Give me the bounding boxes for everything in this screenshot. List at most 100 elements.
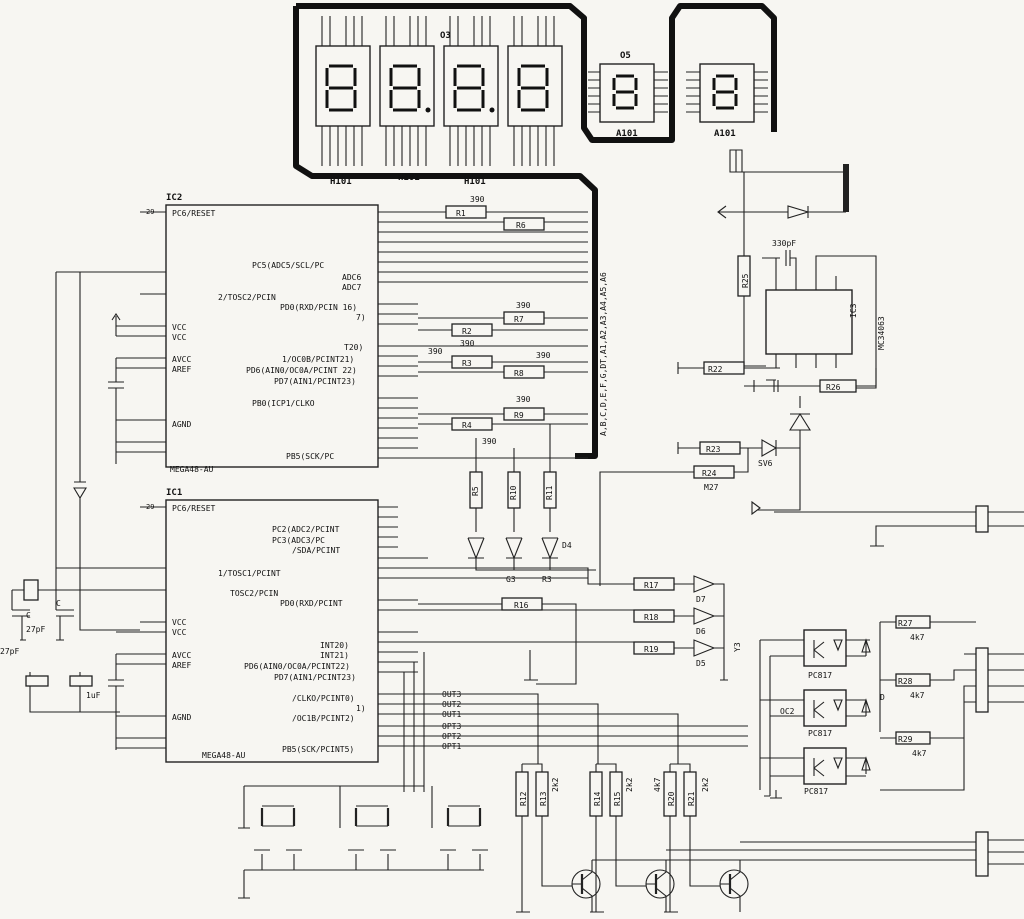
ic1-pin-int20: INT20) (320, 641, 349, 650)
ic2-pin-pb0: PB0(ICP1/CLKO (252, 399, 315, 408)
r2-label: R2 (462, 327, 472, 336)
r14-label: R14 (593, 791, 602, 806)
ic2-vcc2: VCC (172, 333, 187, 342)
r8-label: R8 (514, 369, 524, 378)
d7-label: D7 (696, 595, 706, 604)
r29-value: 4k7 (912, 749, 927, 758)
ic1-pin-pd7: PD7(AIN1/PCINT23) (274, 673, 356, 682)
r13-value: 2k2 (551, 777, 560, 792)
r9-label: R9 (514, 411, 524, 420)
net-opt3: OPT3 (442, 722, 461, 731)
r15-label: R15 (613, 791, 622, 806)
opto-2-label: PC817 (808, 729, 832, 738)
connector-mid (975, 647, 1024, 713)
segment-bus-label: A,B,C,D,E,F,G,DT,A1,A2,A3,A4,A5,A6 (599, 272, 608, 436)
seven-seg-display-group (315, 16, 563, 166)
c330-label: 330pF (772, 239, 796, 248)
r2-value: 390 (460, 339, 475, 348)
display-label-1: H101 (330, 177, 352, 187)
r15-value: 2k2 (625, 777, 634, 792)
ic1-agnd: AGND (172, 713, 191, 722)
r12-label: R12 (519, 791, 528, 806)
ic2-pin-pd7: PD7(AIN1/PCINT23) (274, 377, 356, 386)
display-group-label: O3 (440, 31, 451, 41)
r20-value: 4k7 (653, 777, 662, 792)
cap-c2-label: C (56, 599, 61, 608)
r28-label: R28 (898, 677, 913, 686)
ic2-resistors (418, 205, 588, 431)
display-board-outline (293, 6, 598, 459)
ic3-body (765, 289, 853, 355)
r20-label: R20 (667, 791, 676, 806)
ic1-vcc1: VCC (172, 618, 187, 627)
ic1-pin-sda: /SDA/PCINT (292, 546, 340, 555)
sv6-label: SV6 (758, 459, 773, 468)
display-o5-label: O5 (620, 51, 631, 61)
r25 (737, 255, 751, 297)
opto-1-label: PC817 (808, 671, 832, 680)
r27-value: 4k7 (910, 633, 925, 642)
ic2-pin-t20: T20) (344, 343, 363, 352)
r7-value: 390 (516, 301, 531, 310)
ic1-body (165, 499, 379, 763)
cap-27pf-label-2: 27pF (0, 647, 19, 656)
r24-value: M27 (704, 483, 719, 492)
status-leds (418, 567, 728, 681)
opto-3-label: PC817 (804, 787, 828, 796)
optocouplers (759, 615, 976, 799)
r27-label: R27 (898, 619, 913, 628)
r21-label: R21 (687, 791, 696, 806)
ic1-avcc: AVCC (172, 651, 191, 660)
display-board-outline-top (296, 3, 777, 143)
r4-value: 390 (482, 437, 497, 446)
r8-value: 390 (536, 351, 551, 360)
r9-value: 390 (516, 395, 531, 404)
opto-2-name: OC2 (780, 707, 795, 716)
r25-label: R25 (741, 273, 750, 288)
r1-label: R1 (456, 209, 466, 218)
ic2-part: MEGA48-AU (170, 465, 214, 474)
r4-label: R4 (462, 421, 472, 430)
crystal (23, 579, 39, 601)
ic1-pin-pd0: PD0(RXD/PCINT (280, 599, 343, 608)
transistors (571, 841, 982, 912)
ic1-part: MEGA48-AU (202, 751, 246, 760)
ic2-name: IC2 (166, 193, 182, 203)
r11-label: R11 (545, 485, 554, 500)
ic1-name: IC1 (166, 488, 182, 498)
cap-c-left (25, 675, 49, 687)
r18-label: R18 (644, 613, 659, 622)
r21-value: 2k2 (701, 777, 710, 792)
d6-label: D6 (696, 627, 706, 636)
cap-1uf (69, 675, 93, 687)
ic3-name: IC3 (849, 303, 858, 318)
d5-label: D5 (696, 659, 706, 668)
ic1-pin-pc3: PC3(ADC3/PC (272, 536, 325, 545)
r3-value: 390 (428, 347, 443, 356)
ic2-pin-pb5: PB5(SCK/PC (286, 452, 334, 461)
ic2-pin-adc6: ADC6 (342, 273, 361, 282)
ic2-vcc1: VCC (172, 323, 187, 332)
r17-label: R17 (644, 581, 659, 590)
small-display-o5 (588, 63, 668, 123)
ic3-part: MC34063 (877, 316, 886, 350)
g3-label: G3 (506, 575, 516, 584)
ic2-body (165, 204, 379, 468)
ic2-pin-oc0b: 1/OC0B/PCINT21) (282, 355, 354, 364)
ic1-vcc2: VCC (172, 628, 187, 637)
connector-bottom (975, 831, 1024, 877)
r1-value: 390 (470, 195, 485, 204)
r23-label: R23 (706, 445, 721, 454)
ic1-pin-oc1b: /OC1B/PCINT2) (292, 714, 355, 723)
d4-label: D4 (562, 541, 572, 550)
ic1-pin-pb5: PB5(SCK/PCINT5) (282, 745, 354, 754)
r28-value: 4k7 (910, 691, 925, 700)
r22-label: R22 (708, 365, 723, 374)
ic2-pin-7: 7) (356, 313, 366, 322)
ic1-pin-pd6: PD6(AIN0/OC0A/PCINT22) (244, 662, 350, 671)
cap-1uf-label: 1uF (86, 691, 101, 700)
display-label-2: H101 (398, 173, 420, 183)
r19-label: R19 (644, 645, 659, 654)
ic2-pin-reset: PC6/RESET (172, 209, 216, 218)
